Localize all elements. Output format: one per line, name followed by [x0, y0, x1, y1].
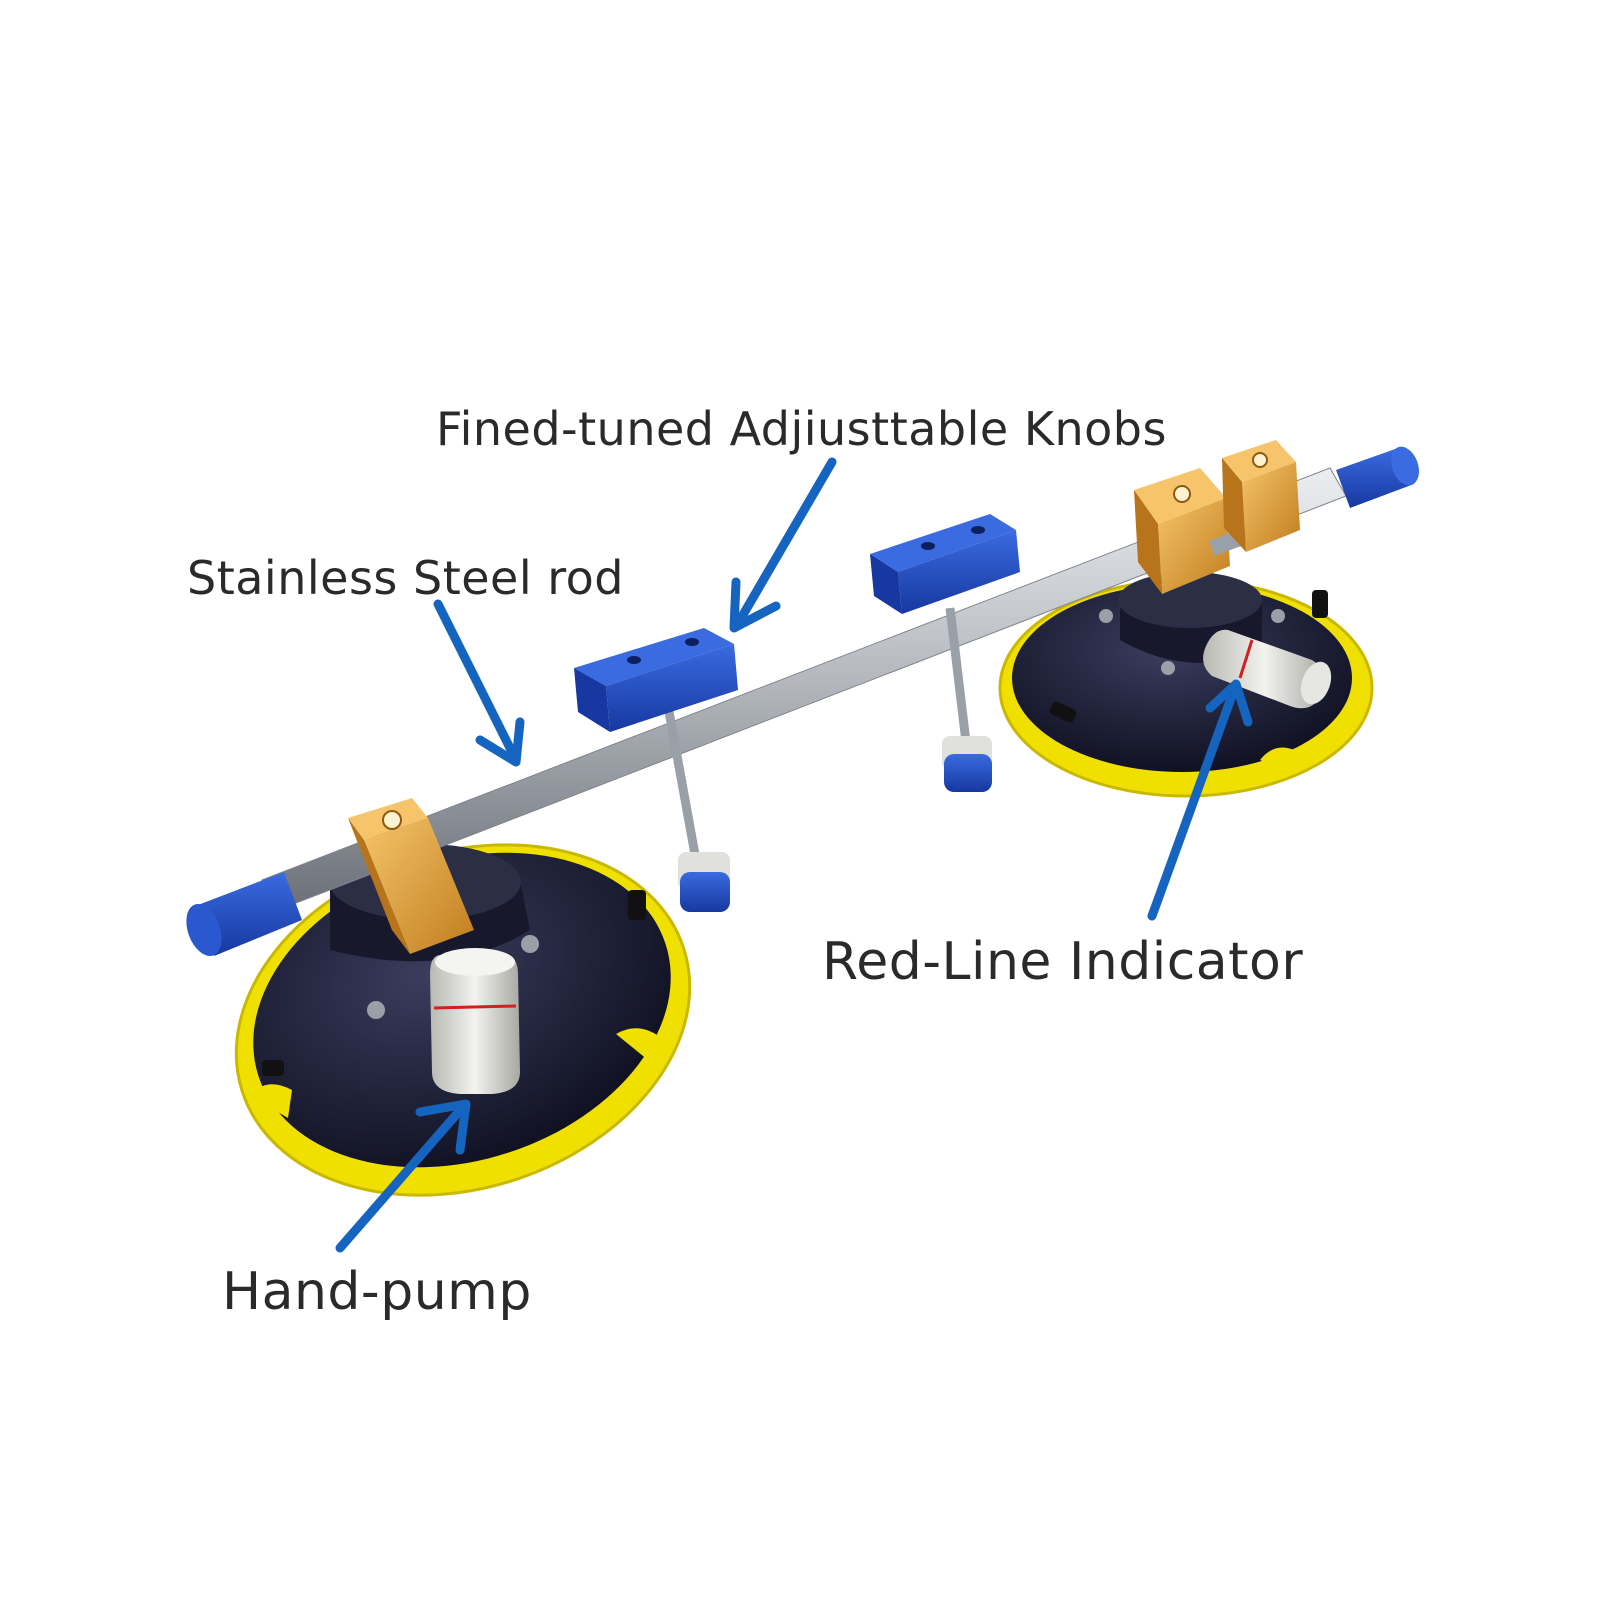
right-adjustable-knob	[870, 514, 1020, 792]
right-knob-handle	[870, 514, 1020, 614]
callout-pump-label: Hand-pump	[222, 1262, 532, 1322]
end-orange-block	[1222, 440, 1300, 552]
left-rod-end-cap	[186, 872, 302, 956]
left-red-line-mark	[433, 1004, 517, 1010]
arrow-to-hand-pump	[335, 1099, 471, 1253]
right-cup-body	[1012, 584, 1352, 772]
left-knob-handle	[574, 628, 738, 732]
arrow-to-red-line-indicator	[1147, 679, 1253, 921]
callout-indicator-label: Red-Line Indicator	[822, 932, 1304, 992]
arrow-to-knobs	[729, 457, 837, 633]
right-knob-foot	[942, 736, 992, 792]
callout-knobs-label: Fined-tuned Adjiusttable Knobs	[436, 402, 1167, 456]
left-orange-clamp	[348, 798, 474, 954]
right-red-line-mark	[1238, 639, 1254, 679]
stainless-steel-rod	[186, 446, 1420, 956]
arrow-to-rod	[433, 599, 525, 767]
right-hand-pump-plunger	[1203, 629, 1332, 709]
left-hand-pump-plunger	[430, 948, 520, 1094]
callout-rod-label: Stainless Steel rod	[187, 551, 624, 605]
right-rod-end-cap	[1336, 446, 1420, 508]
left-adjustable-knob	[574, 628, 738, 912]
left-knob-foot	[678, 852, 730, 912]
